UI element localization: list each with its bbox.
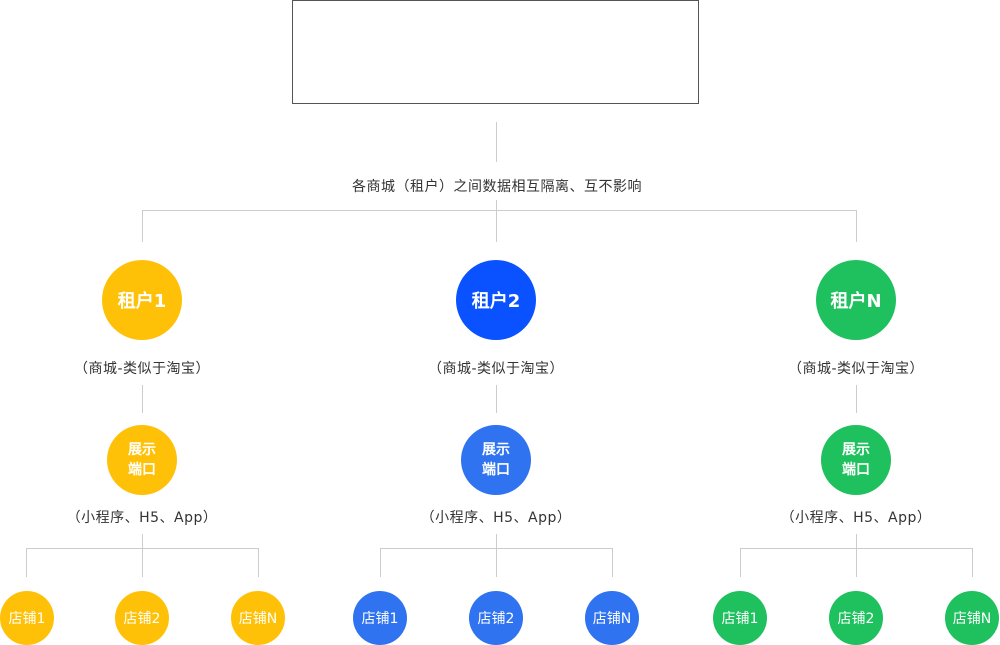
tenant-n-label: 租户N (830, 291, 882, 312)
connector-line (856, 385, 857, 413)
connector-line (496, 548, 497, 577)
tenant-2-caption: （商城-类似于淘宝） (427, 361, 565, 377)
connector-line (856, 210, 857, 242)
connector-line (496, 534, 497, 548)
store-label: 店铺2 (837, 611, 875, 627)
tenant-1-label: 租户1 (117, 291, 167, 312)
connector-line (142, 534, 143, 548)
tenant-n-portal-caption: （小程序、H5、App） (780, 510, 932, 526)
connector-line (258, 548, 259, 577)
store-label: 店铺N (592, 611, 632, 627)
tenant-n-store-2: 店铺2 (829, 591, 883, 645)
store-label: 店铺1 (8, 611, 46, 627)
connector-line (856, 548, 857, 577)
tenant-n-caption: （商城-类似于淘宝） (787, 361, 925, 377)
top-box (292, 0, 699, 104)
tenant-1-portal-caption: （小程序、H5、App） (66, 510, 218, 526)
connector-line (972, 548, 973, 577)
connector-line (612, 548, 613, 577)
store-label: 店铺N (952, 611, 992, 627)
tenant-1-portal-node: 展示 端口 (107, 425, 177, 495)
store-label: 店铺1 (361, 611, 399, 627)
store-label: 店铺2 (477, 611, 515, 627)
tenant-n-portal-node: 展示 端口 (821, 425, 891, 495)
connector-line (496, 122, 497, 162)
connector-line (740, 548, 741, 577)
tenant-1-store-1: 店铺1 (0, 591, 54, 645)
connector-line (496, 385, 497, 413)
portal-label-line2: 端口 (842, 462, 870, 478)
tenant-1-node: 租户1 (102, 260, 182, 340)
isolation-caption: 各商城（租户）之间数据相互隔离、互不影响 (352, 179, 642, 195)
portal-label-line2: 端口 (482, 462, 510, 478)
tenant-n-store-1: 店铺1 (713, 591, 767, 645)
tenant-2-store-1: 店铺1 (353, 591, 407, 645)
connector-line (142, 210, 143, 242)
connector-line (380, 548, 381, 577)
connector-line (26, 548, 27, 577)
tenant-2-portal-caption: （小程序、H5、App） (420, 510, 572, 526)
portal-label-line1: 展示 (482, 442, 510, 458)
tenant-n-node: 租户N (816, 260, 896, 340)
portal-label-line1: 展示 (128, 442, 156, 458)
tenant-1-store-2: 店铺2 (115, 591, 169, 645)
tenant-2-portal-node: 展示 端口 (461, 425, 531, 495)
connector-line (496, 210, 497, 242)
connector-line (142, 548, 143, 577)
tenant-2-store-n: 店铺N (585, 591, 639, 645)
tenant-1-caption: （商城-类似于淘宝） (73, 361, 211, 377)
connector-line (496, 200, 497, 210)
tenant-2-node: 租户2 (456, 260, 536, 340)
store-label: 店铺1 (721, 611, 759, 627)
connector-line (142, 385, 143, 413)
tenant-n-store-n: 店铺N (945, 591, 999, 645)
connector-line (856, 534, 857, 548)
portal-label-line2: 端口 (128, 462, 156, 478)
portal-label-line1: 展示 (842, 442, 870, 458)
connector-line (142, 210, 857, 211)
tenant-2-store-2: 店铺2 (469, 591, 523, 645)
tenant-1-store-n: 店铺N (231, 591, 285, 645)
tenant-2-label: 租户2 (471, 291, 521, 312)
store-label: 店铺N (238, 611, 278, 627)
store-label: 店铺2 (123, 611, 161, 627)
